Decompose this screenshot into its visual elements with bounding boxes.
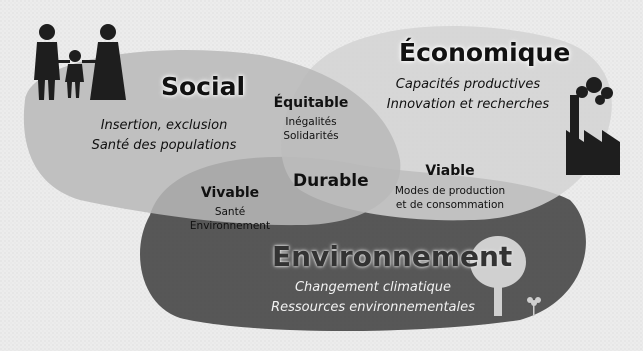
environnement-title: Environnement (272, 240, 513, 273)
viable-details: Modes de production et de consommation (385, 184, 515, 212)
social-line-2: Santé des populations (91, 138, 237, 153)
environnement-details: Changement climatique Ressources environ… (258, 278, 488, 318)
vivable-line-2: Environnement (189, 220, 271, 232)
economique-line-1: Capacités productives (395, 77, 541, 92)
vivable-title: Vivable (200, 185, 260, 201)
vivable-line-1: Santé (214, 206, 246, 218)
social-details: Insertion, exclusion Santé des populatio… (84, 116, 244, 156)
family-icon (34, 24, 126, 100)
factory-icon (566, 77, 620, 175)
equitable-title: Équitable (273, 95, 349, 111)
environnement-line-2: Ressources environnementales (271, 300, 475, 315)
environnement-line-1: Changement climatique (294, 280, 452, 295)
viable-title: Viable (425, 163, 475, 179)
economique-details: Capacités productives Innovation et rech… (378, 75, 558, 115)
viable-line-1: Modes de production (394, 185, 506, 197)
equitable-details: Inégalités Solidarités (268, 115, 354, 143)
social-title: Social (161, 72, 246, 101)
economique-line-2: Innovation et recherches (386, 97, 550, 112)
equitable-line-1: Inégalités (285, 116, 337, 128)
vivable-details: Santé Environnement (180, 205, 280, 233)
economique-title: Économique (399, 38, 571, 67)
durable-title: Durable (293, 171, 369, 191)
tree-icon (470, 236, 526, 316)
equitable-line-2: Solidarités (283, 130, 339, 142)
flower-icon (527, 297, 541, 316)
social-line-1: Insertion, exclusion (100, 118, 228, 133)
viable-line-2: et de consommation (395, 199, 505, 211)
